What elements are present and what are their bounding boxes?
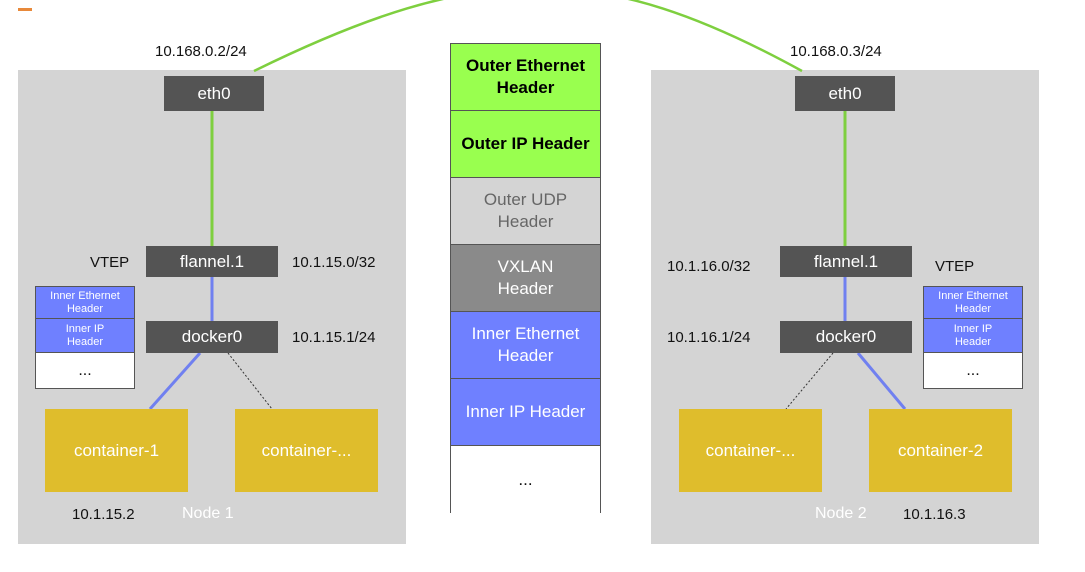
node2-flannel[interactable]: flannel.1 xyxy=(780,246,912,277)
node2-mini-inner-ip: Inner IP Header xyxy=(924,319,1022,353)
node2-mini-inner-eth: Inner Ethernet Header xyxy=(924,287,1022,319)
node1-flannel[interactable]: flannel.1 xyxy=(146,246,278,277)
node1-docker-container1-link xyxy=(148,352,202,410)
node2-vtep-label: VTEP xyxy=(935,258,975,275)
vxlan-packet-stack: Outer Ethernet Header Outer IP Header Ou… xyxy=(450,43,601,514)
node2-docker-container2-link xyxy=(856,352,907,410)
corner-mark xyxy=(18,8,32,11)
packet-outer-eth: Outer Ethernet Header xyxy=(451,44,600,111)
node1-mini-dots: ... xyxy=(36,353,134,388)
node1-mini-inner-eth: Inner Ethernet Header xyxy=(36,287,134,319)
packet-inner-eth: Inner Ethernet Header xyxy=(451,312,600,379)
node1-eth0[interactable]: eth0 xyxy=(164,76,264,111)
node2-docker0[interactable]: docker0 xyxy=(780,321,912,353)
node1-container-1[interactable]: container-1 xyxy=(45,409,188,492)
node2-flannel-ip: 10.1.16.0/32 xyxy=(667,258,751,275)
node1-flannel-ip: 10.1.15.0/32 xyxy=(292,254,376,271)
node2-name: Node 2 xyxy=(815,505,867,522)
node1-vtep-label: VTEP xyxy=(90,254,130,271)
packet-outer-udp: Outer UDP Header xyxy=(451,178,600,245)
node1-eth-ip: 10.168.0.2/24 xyxy=(155,43,247,60)
node2-eth0[interactable]: eth0 xyxy=(795,76,895,111)
node2-eth-ip: 10.168.0.3/24 xyxy=(790,43,882,60)
node2-docker-ip: 10.1.16.1/24 xyxy=(667,329,751,346)
node2-container-more[interactable]: container-... xyxy=(679,409,822,492)
packet-payload: ... xyxy=(451,446,600,514)
packet-vxlan: VXLAN Header xyxy=(451,245,600,312)
node2-mini-dots: ... xyxy=(924,353,1022,388)
node1-container1-ip: 10.1.15.2 xyxy=(72,506,135,523)
packet-outer-ip: Outer IP Header xyxy=(451,111,600,178)
node1-name: Node 1 xyxy=(182,505,234,522)
node1-docker-ip: 10.1.15.1/24 xyxy=(292,329,376,346)
node1-docker0[interactable]: docker0 xyxy=(146,321,278,353)
node1-docker-containerx-link xyxy=(227,352,273,410)
packet-inner-ip: Inner IP Header xyxy=(451,379,600,446)
node1-container-more[interactable]: container-... xyxy=(235,409,378,492)
node2-inner-stack: Inner Ethernet Header Inner IP Header ..… xyxy=(923,286,1023,389)
node1-mini-inner-ip: Inner IP Header xyxy=(36,319,134,353)
node2-container-2[interactable]: container-2 xyxy=(869,409,1012,492)
node1-inner-stack: Inner Ethernet Header Inner IP Header ..… xyxy=(35,286,135,389)
tunnel-arc xyxy=(253,0,803,73)
node2-container2-ip: 10.1.16.3 xyxy=(903,506,966,523)
node2-docker-containerx-link xyxy=(785,352,834,410)
